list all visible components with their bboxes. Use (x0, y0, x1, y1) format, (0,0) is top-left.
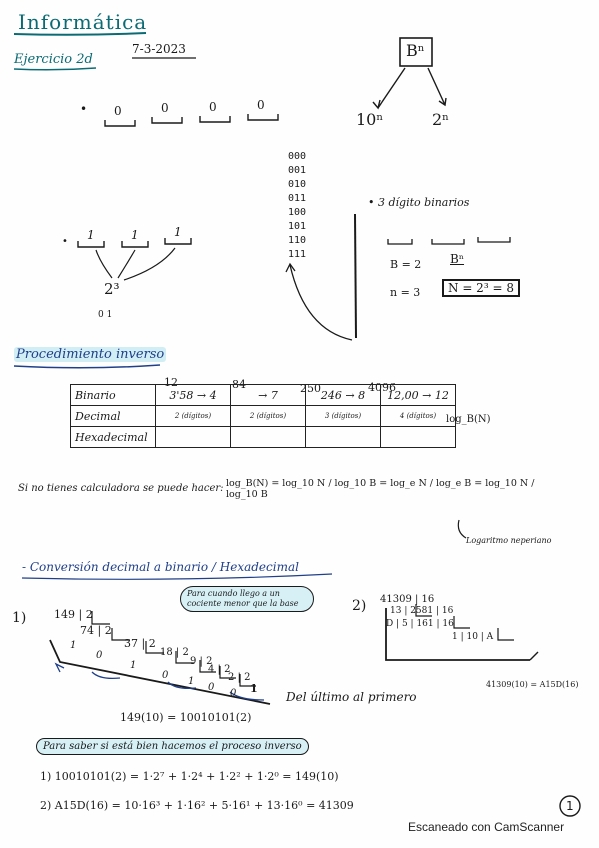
scanner-footer: Escaneado con CamScanner (408, 820, 565, 834)
example-number: 2) (352, 598, 367, 614)
base-equation: B = 2 (390, 258, 422, 271)
division-step: 18 | 2 (160, 647, 189, 658)
verify-note: Para saber si está bien hacemos el proce… (36, 738, 309, 755)
power-of-two: 2³ (104, 280, 120, 298)
table-cell (380, 426, 456, 448)
calculator-note: Si no tienes calculadora se puede hacer: (18, 483, 224, 494)
bit-combinations-list: 000 001 010 011 100 101 110 111 (288, 150, 306, 262)
row-label: Hexadecimal (70, 426, 156, 448)
remainder: 1 (130, 660, 137, 671)
table-cell: 4 (dígitos) (380, 405, 456, 427)
binary-digits-text: 3 dígito binarios (378, 196, 470, 209)
slot-digit: 0 (114, 104, 122, 118)
exponent-equation: n = 3 (390, 286, 421, 299)
row-label: Binario (70, 384, 156, 406)
bit-row: 010 (288, 179, 307, 190)
bit-row: 100 (288, 207, 307, 218)
log-formula: log_B(N) = log_10 N / log_10 B = log_e N… (226, 478, 535, 500)
dot-marker: • (62, 236, 68, 247)
table-row: Decimal 2 (dígitos) 2 (dígitos) 3 (dígit… (70, 405, 456, 427)
section-conversion-text: Conversión decimal a binario / Hexadecim… (29, 560, 299, 574)
table-cell: 2 (dígitos) (155, 405, 231, 427)
table-cell: 12,00 → 12 (380, 384, 456, 406)
order-caption: Del último al primero (286, 690, 417, 704)
slot-digit: 0 (257, 98, 265, 112)
table-cell: → 7 (230, 384, 306, 406)
division-step: 149 | 2 (54, 608, 93, 621)
section-inverse-title: Procedimiento inverso (14, 347, 167, 362)
bit-digit: 1 (174, 225, 182, 239)
table-row: Binario 3'58 → 4 → 7 246 → 8 12,00 → 12 (70, 384, 456, 406)
table-cell: 3 (dígitos) (305, 405, 381, 427)
bit-digit: 1 (131, 228, 139, 242)
table-cell (155, 426, 231, 448)
dot-marker: • (80, 102, 88, 116)
page-number: 1 (566, 799, 574, 813)
bit-row: 110 (288, 235, 307, 246)
slot-digit: 0 (161, 101, 169, 115)
bit-row: 001 (288, 165, 307, 176)
division-step: 1 | 10 | A (452, 632, 494, 642)
base-power: Bⁿ (450, 252, 465, 266)
table-row: Hexadecimal (70, 426, 456, 448)
exercise-label: Ejercicio 2d (14, 52, 93, 67)
remainder: 1 (188, 676, 195, 687)
tree-root: Bⁿ (406, 41, 425, 60)
verify-step-1: 1) 10010101(2) = 1·2⁷ + 1·2⁴ + 1·2² + 1·… (40, 770, 339, 783)
bit-row: 111 (288, 249, 307, 260)
division-step: D | 5 | 161 | 16 (386, 619, 454, 629)
division-step: 13 | 2581 | 16 (390, 606, 454, 616)
log-footnote: Logaritmo neperiano (466, 536, 552, 545)
conversion-table: Binario 3'58 → 4 → 7 246 → 8 12,00 → 12 … (70, 384, 456, 448)
table-side-note: log_B(N) (446, 414, 491, 425)
remainder: 1 (70, 640, 77, 651)
division-step: 2 | 2 (228, 672, 251, 683)
remainder: 0 (230, 688, 237, 699)
bit-row: 101 (288, 221, 307, 232)
division-step: 41309 | 16 (380, 594, 435, 605)
remainder: 0 (96, 650, 103, 661)
date: 7-3-2023 (132, 42, 186, 56)
example-number: 1) (12, 610, 27, 626)
example1-result: 149(10) = 10010101(2) (120, 711, 252, 724)
page-title: Informática (18, 10, 148, 34)
table-cell: 3'58 → 4 (155, 384, 231, 406)
row-label: Decimal (70, 405, 156, 427)
tree-right: 2ⁿ (432, 110, 450, 129)
table-cell: 246 → 8 (305, 384, 381, 406)
example2-result: 41309(10) = A15D(16) (486, 680, 579, 689)
division-step: 1 (250, 682, 258, 695)
cociente-note: Para cuando llego a un cociente menor qu… (180, 586, 314, 612)
division-step: 74 | 2 (80, 624, 112, 637)
bit-row: 011 (288, 193, 307, 204)
verify-step-2: 2) A15D(16) = 10·16³ + 1·16² + 5·16¹ + 1… (40, 799, 354, 812)
table-cell (230, 426, 306, 448)
division-step: 9 | 2 (190, 656, 213, 667)
table-cell: 2 (dígitos) (230, 405, 306, 427)
section-conversion-title: - Conversión decimal a binario / Hexadec… (22, 560, 299, 574)
remainder: 0 (162, 670, 169, 681)
division-step: 4 | 2 (208, 664, 231, 675)
bit-digit: 1 (87, 228, 95, 242)
binary-digits: 0 1 (98, 310, 113, 320)
binary-digits-label: • 3 dígito binarios (368, 196, 470, 209)
bit-row: 000 (288, 151, 307, 162)
table-cell (305, 426, 381, 448)
slot-digit: 0 (209, 100, 217, 114)
tree-left: 10ⁿ (356, 110, 384, 129)
result-box: N = 2³ = 8 (442, 279, 520, 297)
division-step: 37 | 2 (124, 637, 156, 650)
remainder: 0 (208, 682, 215, 693)
